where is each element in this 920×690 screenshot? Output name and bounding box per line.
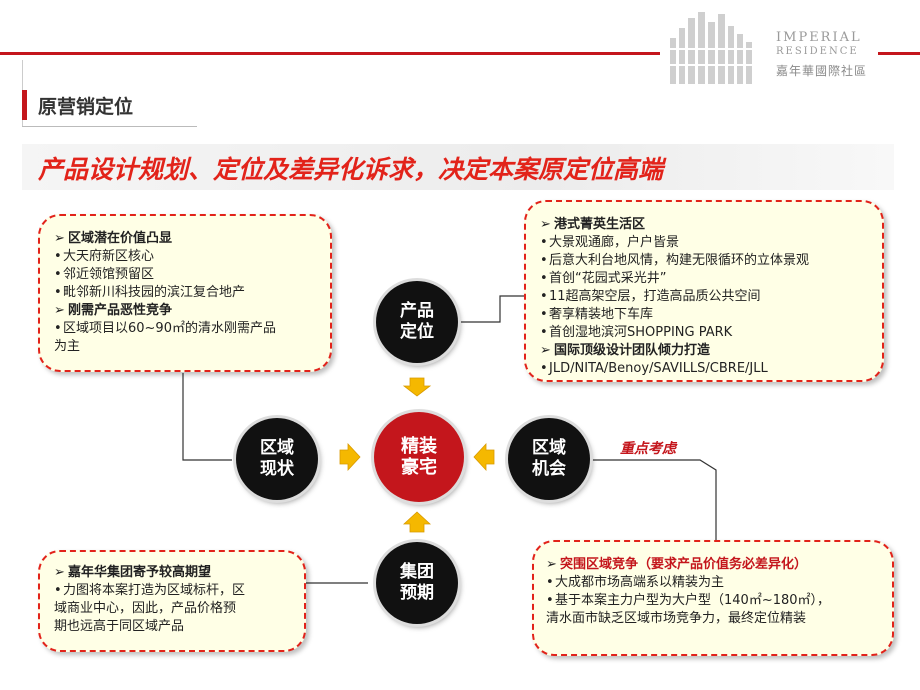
header-rule xyxy=(0,52,660,55)
circle-label: 豪宅 xyxy=(401,457,437,478)
box-item-continued: 为主 xyxy=(54,339,81,354)
logo-text-imperial: IMPERIAL xyxy=(776,30,862,45)
circle-label: 集团 xyxy=(400,562,434,582)
region-opportunity-circle: 区域 机会 xyxy=(508,418,590,500)
box-item: 奢享精装地下车库 xyxy=(549,307,654,322)
box-item-continued: 期也远高于同区域产品 xyxy=(54,619,185,634)
region-status-circle: 区域 现状 xyxy=(236,418,318,500)
arrow-bullet-icon: ➢ xyxy=(54,231,65,246)
group-expectation-circle: 集团 预期 xyxy=(376,542,458,624)
box-item: 毗邻新川科技园的滨江复合地产 xyxy=(63,285,246,300)
box-item: 大成都市场高端系以精装为主 xyxy=(555,575,725,590)
box-heading: 嘉年华集团寄予较高期望 xyxy=(68,565,212,580)
arrow-bullet-icon: ➢ xyxy=(540,343,551,358)
key-consideration-note: 重点考虑 xyxy=(620,441,676,457)
building-bars-icon xyxy=(670,12,752,84)
headline: 产品设计规划、定位及差异化诉求，决定本案原定位高端 xyxy=(38,155,664,184)
section-marker xyxy=(22,90,27,120)
arrow-right-icon xyxy=(339,442,361,472)
box-item: 基于本案主力户型为大户型（140㎡~180㎡）， xyxy=(555,593,831,608)
bullet-icon: • xyxy=(54,267,62,282)
circle-label: 区域 xyxy=(260,438,294,458)
product-positioning-circle: 产品 定位 xyxy=(376,281,458,363)
box-item: 大天府新区核心 xyxy=(63,249,155,264)
bullet-icon: • xyxy=(540,271,548,286)
luxury-residence-circle: 精装 豪宅 xyxy=(374,412,464,502)
headline-band xyxy=(22,144,894,190)
bullet-icon: • xyxy=(540,235,548,250)
circle-label: 现状 xyxy=(260,459,294,479)
bullet-icon: • xyxy=(540,361,548,376)
box-item: 首创“花园式采光井” xyxy=(549,271,667,286)
box-heading: 港式菁英生活区 xyxy=(554,217,646,232)
box-item: 邻近领馆预留区 xyxy=(63,267,155,282)
box-item: 大景观通廊，户户皆景 xyxy=(549,235,680,250)
bullet-icon: • xyxy=(546,593,554,608)
bullet-icon: • xyxy=(54,583,62,598)
bullet-icon: • xyxy=(540,307,548,322)
box-heading: 国际顶级设计团队倾力打造 xyxy=(554,343,711,358)
bullet-icon: • xyxy=(54,285,62,300)
box-item: 后意大利台地风情，构建无限循环的立体景观 xyxy=(549,253,810,268)
circle-label: 机会 xyxy=(532,459,566,479)
section-title: 原营销定位 xyxy=(38,96,134,118)
box-item-continued: 清水面市缺乏区域市场竞争力，最终定位精装 xyxy=(546,611,807,626)
arrow-up-icon xyxy=(402,511,432,533)
bullet-icon: • xyxy=(54,249,62,264)
arrow-down-icon xyxy=(402,377,432,397)
arrow-bullet-icon: ➢ xyxy=(540,217,551,232)
box-item-continued: 域商业中心，因此，产品价格预 xyxy=(54,601,237,616)
box-item: JLD/NITA/Benoy/SAVILLS/CBRE/JLL xyxy=(549,361,768,376)
region-value-box: ➢区域潜在价值凸显 •大天府新区核心 •邻近领馆预留区 •毗邻新川科技园的滨江复… xyxy=(38,214,332,372)
box-item: 力图将本案打造为区域标杆，区 xyxy=(63,583,246,598)
imperial-residence-logo: IMPERIAL RESIDENCE 嘉年華國際社區 xyxy=(668,8,878,88)
box-item: 区域项目以60~90㎡的清水刚需产品 xyxy=(63,321,276,336)
circle-label: 精装 xyxy=(401,436,437,457)
box-item: 11超高架空层，打造高品质公共空间 xyxy=(549,289,761,304)
bullet-icon: • xyxy=(54,321,62,336)
logo-text-residence: RESIDENCE xyxy=(776,46,859,57)
arrow-bullet-icon: ➢ xyxy=(54,303,65,318)
section-underline xyxy=(22,126,197,127)
arrow-bullet-icon: ➢ xyxy=(54,565,65,580)
box-heading: 区域潜在价值凸显 xyxy=(68,231,173,246)
bullet-icon: • xyxy=(540,253,548,268)
circle-label: 预期 xyxy=(400,583,434,603)
circle-label: 区域 xyxy=(532,438,566,458)
header-rule-right xyxy=(878,52,920,55)
box-item: 首创湿地滨河SHOPPING PARK xyxy=(549,325,733,340)
bullet-icon: • xyxy=(546,575,554,590)
circle-label: 产品 xyxy=(400,301,434,321)
logo-text-chinese: 嘉年華國際社區 xyxy=(776,64,868,78)
hk-elite-living-box: ➢港式菁英生活区 •大景观通廊，户户皆景 •后意大利台地风情，构建无限循环的立体… xyxy=(524,200,884,382)
box-heading: 突围区域竞争（要求产品价值务必差异化） xyxy=(560,557,808,572)
regional-competition-box: ➢突围区域竞争（要求产品价值务必差异化） •大成都市场高端系以精装为主 •基于本… xyxy=(532,540,894,656)
bullet-icon: • xyxy=(540,289,548,304)
circle-label: 定位 xyxy=(400,322,434,342)
bullet-icon: • xyxy=(540,325,548,340)
arrow-bullet-icon: ➢ xyxy=(546,557,557,572)
group-expectation-box: ➢嘉年华集团寄予较高期望 •力图将本案打造为区域标杆，区 域商业中心，因此，产品… xyxy=(38,550,306,652)
box-heading: 刚需产品恶性竞争 xyxy=(68,303,173,318)
arrow-left-icon xyxy=(473,442,495,472)
